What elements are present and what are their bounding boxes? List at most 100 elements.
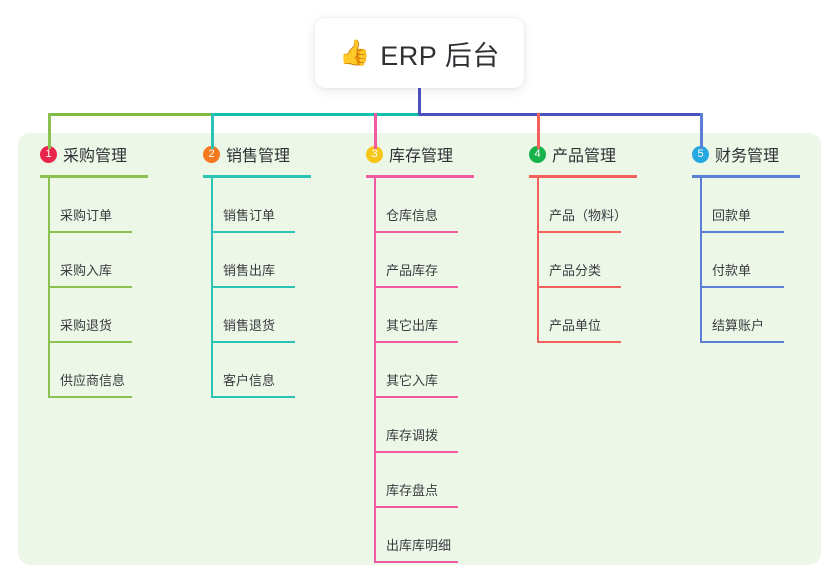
list-item-label: 结算账户 xyxy=(712,318,765,333)
connector-drop-4 xyxy=(537,113,540,149)
branch-underline xyxy=(40,175,148,178)
list-item[interactable]: 付款单 xyxy=(700,233,820,288)
branches-panel xyxy=(18,133,821,565)
branch-header-5[interactable]: 5 财务管理 xyxy=(670,133,833,175)
list-item-underline xyxy=(374,561,458,563)
list-item-underline xyxy=(211,286,295,288)
list-item-underline xyxy=(211,396,295,398)
list-item-underline xyxy=(537,341,621,343)
list-item[interactable]: 销售退货 xyxy=(211,288,331,343)
list-item-label: 产品分类 xyxy=(549,263,602,278)
list-item[interactable]: 仓库信息 xyxy=(374,178,494,233)
list-item-underline xyxy=(374,396,458,398)
list-item-underline xyxy=(48,231,132,233)
list-item-label: 付款单 xyxy=(712,263,752,278)
list-item-label: 采购订单 xyxy=(60,208,113,223)
list-item[interactable]: 库存调拨 xyxy=(374,398,494,453)
branch-column-2: 2 销售管理销售订单销售出库销售退货客户信息 xyxy=(181,133,344,398)
list-item-underline xyxy=(700,286,784,288)
list-item-label: 采购退货 xyxy=(60,318,113,333)
branch-title: 产品管理 xyxy=(552,148,617,165)
list-item[interactable]: 产品单位 xyxy=(537,288,657,343)
branch-spine xyxy=(374,178,376,563)
branch-spine xyxy=(537,178,539,343)
list-item-label: 产品库存 xyxy=(386,263,439,278)
list-item[interactable]: 销售订单 xyxy=(211,178,331,233)
list-item[interactable]: 其它出库 xyxy=(374,288,494,343)
branch-number-badge: 3 xyxy=(366,145,383,163)
list-item-label: 销售订单 xyxy=(223,208,276,223)
list-item-label: 其它入库 xyxy=(386,373,439,388)
branch-spine xyxy=(700,178,702,343)
list-item-underline xyxy=(48,286,132,288)
list-item-underline xyxy=(537,231,621,233)
list-item[interactable]: 其它入库 xyxy=(374,343,494,398)
list-item-label: 库存盘点 xyxy=(386,483,439,498)
list-item[interactable]: 客户信息 xyxy=(211,343,331,398)
branch-underline xyxy=(529,175,637,178)
connector-bar-blue xyxy=(419,113,703,116)
list-item[interactable]: 供应商信息 xyxy=(48,343,168,398)
list-item-underline xyxy=(48,341,132,343)
list-item-underline xyxy=(537,286,621,288)
branch-underline xyxy=(366,175,474,178)
branch-number-badge: 2 xyxy=(203,145,220,163)
branch-item-list: 仓库信息产品库存其它出库其它入库库存调拨库存盘点出库库明细 xyxy=(374,178,494,563)
list-item-label: 供应商信息 xyxy=(60,373,126,388)
page-title: ERP 后台 xyxy=(380,40,500,71)
branch-item-list: 销售订单销售出库销售退货客户信息 xyxy=(211,178,331,398)
list-item-underline xyxy=(211,231,295,233)
list-item-label: 客户信息 xyxy=(223,373,276,388)
thumbs-up-icon: 👍 xyxy=(339,38,371,67)
list-item-label: 采购入库 xyxy=(60,263,113,278)
list-item[interactable]: 采购退货 xyxy=(48,288,168,343)
root-node-card[interactable]: 👍 ERP 后台 xyxy=(315,18,524,88)
list-item-underline xyxy=(374,451,458,453)
branch-number-badge: 4 xyxy=(529,145,546,163)
list-item[interactable]: 库存盘点 xyxy=(374,453,494,508)
branch-header-4[interactable]: 4 产品管理 xyxy=(507,133,670,175)
list-item-underline xyxy=(374,506,458,508)
list-item-label: 销售退货 xyxy=(223,318,276,333)
list-item-underline xyxy=(211,341,295,343)
list-item[interactable]: 销售出库 xyxy=(211,233,331,288)
branch-number-badge: 5 xyxy=(692,145,709,163)
list-item[interactable]: 产品（物料） xyxy=(537,178,657,233)
branch-item-list: 采购订单采购入库采购退货供应商信息 xyxy=(48,178,168,398)
list-item[interactable]: 产品分类 xyxy=(537,233,657,288)
branch-spine xyxy=(211,178,213,398)
list-item-underline xyxy=(700,231,784,233)
branch-title: 财务管理 xyxy=(715,148,780,165)
list-item[interactable]: 采购入库 xyxy=(48,233,168,288)
list-item-underline xyxy=(374,341,458,343)
branch-column-4: 4 产品管理产品（物料） 产品分类产品单位 xyxy=(507,133,670,343)
branch-column-5: 5 财务管理回款单付款单结算账户 xyxy=(670,133,833,343)
connector-drop-3 xyxy=(374,113,377,149)
list-item[interactable]: 回款单 xyxy=(700,178,820,233)
branch-underline xyxy=(692,175,800,178)
branch-spine xyxy=(48,178,50,398)
list-item-label: 回款单 xyxy=(712,208,752,223)
branch-item-list: 回款单付款单结算账户 xyxy=(700,178,820,343)
list-item[interactable]: 出库库明细 xyxy=(374,508,494,563)
list-item-underline xyxy=(48,396,132,398)
list-item-label: 销售出库 xyxy=(223,263,276,278)
list-item[interactable]: 采购订单 xyxy=(48,178,168,233)
list-item-underline xyxy=(374,231,458,233)
branch-number-badge: 1 xyxy=(40,145,57,163)
connector-drop-5 xyxy=(700,113,703,149)
connector-bar-green xyxy=(48,113,214,116)
branch-title: 销售管理 xyxy=(226,148,291,165)
list-item-underline xyxy=(374,286,458,288)
branch-header-2[interactable]: 2 销售管理 xyxy=(181,133,344,175)
list-item[interactable]: 产品库存 xyxy=(374,233,494,288)
trunk-connector xyxy=(418,88,421,115)
list-item-label: 其它出库 xyxy=(386,318,439,333)
list-item[interactable]: 结算账户 xyxy=(700,288,820,343)
